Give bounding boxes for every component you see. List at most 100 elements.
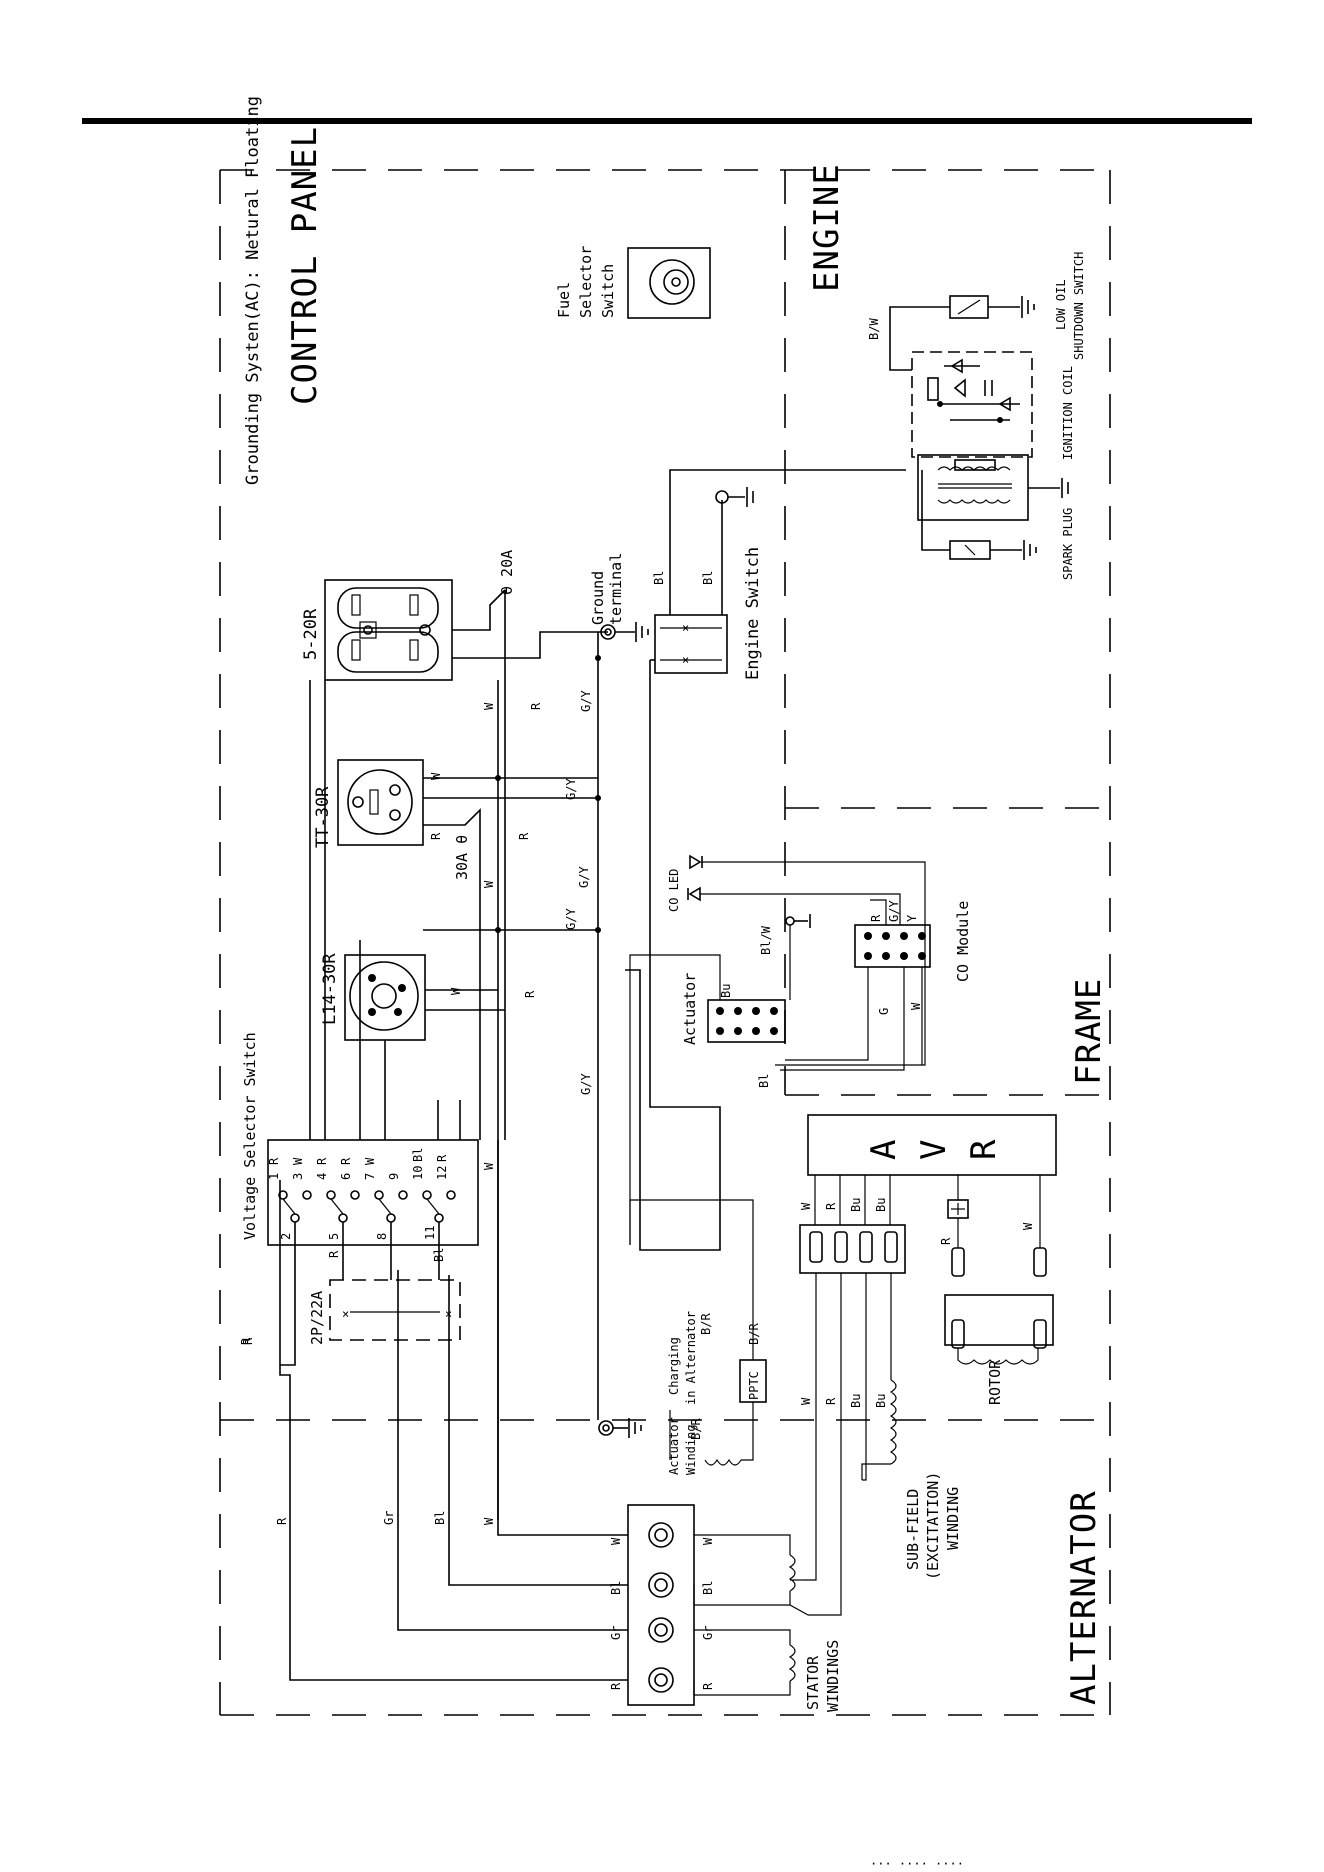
svg-text:×: × [682, 621, 689, 635]
svg-text:Bu: Bu [849, 1394, 863, 1408]
footer-text: ··· ···· ···· [870, 1857, 964, 1871]
svg-text:WINDING: WINDING [944, 1487, 962, 1550]
svg-text:×: × [682, 653, 689, 667]
svg-text:SHUTDOWN SWITCH: SHUTDOWN SWITCH [1072, 252, 1086, 360]
svg-text:Bl: Bl [411, 1148, 425, 1162]
sub-field-winding: SUB-FIELD (EXCITATION) WINDING [861, 1379, 962, 1580]
bl-label-2: Bl [701, 571, 715, 585]
svg-text:CO LED: CO LED [667, 869, 681, 912]
svg-text:Gr: Gr [701, 1626, 715, 1640]
r-label-left: R [239, 1337, 253, 1345]
svg-text:PPTC: PPTC [747, 1371, 761, 1400]
svg-text:×: × [342, 1307, 349, 1321]
svg-text:W: W [449, 987, 463, 995]
svg-text:W: W [482, 1162, 496, 1170]
alternator-title: ALTERNATOR [1064, 1490, 1104, 1705]
svg-text:Voltage Selector Switch: Voltage Selector Switch [241, 1032, 259, 1240]
svg-text:R: R [939, 1237, 953, 1245]
svg-text:Actuator: Actuator [667, 1417, 681, 1475]
stator-terminal-block [627, 1504, 695, 1706]
svg-text:R: R [529, 702, 543, 710]
svg-text:ROTOR: ROTOR [986, 1359, 1004, 1405]
engine-title: ENGINE [807, 163, 847, 292]
svg-text:Bu: Bu [719, 984, 733, 998]
svg-text:R: R [701, 1682, 715, 1690]
svg-text:G/Y: G/Y [579, 690, 593, 712]
svg-text:R: R [241, 1337, 255, 1345]
bus-wires [279, 631, 628, 1681]
svg-text:Y: Y [905, 914, 919, 922]
svg-text:CO Module: CO Module [954, 901, 972, 982]
svg-text:B/R: B/R [699, 1313, 713, 1335]
svg-text:12: 12 [435, 1166, 449, 1180]
svg-text:Selector: Selector [577, 246, 595, 318]
svg-text:R: R [267, 1157, 281, 1165]
ignition-coil: IGNITION COIL [917, 366, 1075, 521]
svg-text:Engine Switch: Engine Switch [743, 547, 763, 680]
svg-text:G/Y: G/Y [577, 866, 591, 888]
svg-text:Winding: Winding [684, 1424, 698, 1475]
svg-text:STATOR: STATOR [804, 1655, 822, 1710]
selector-top-terminals: 1 R 3 W 4 R 6 R 7 W 9 10 Bl 12 R [267, 1148, 449, 1180]
svg-text:W: W [291, 1157, 305, 1165]
svg-text:2P/22A: 2P/22A [308, 1291, 326, 1345]
co-module: R G/Y Y CO Module [854, 900, 972, 982]
svg-text:5: 5 [327, 1233, 341, 1240]
svg-text:Bl: Bl [701, 1581, 715, 1595]
svg-text:G/Y: G/Y [887, 900, 901, 922]
fuel-selector-switch: Fuel Selector Switch [555, 246, 711, 319]
svg-text:R: R [824, 1397, 838, 1405]
svg-text:IGNITION COIL: IGNITION COIL [1061, 366, 1075, 460]
svg-text:in Alternator: in Alternator [684, 1311, 698, 1405]
svg-text:Gr: Gr [382, 1511, 396, 1525]
svg-text:G/Y: G/Y [564, 778, 578, 800]
blw-label: Bl/W [759, 925, 773, 955]
svg-text:W: W [701, 1537, 715, 1545]
svg-text:Fuel: Fuel [555, 282, 573, 318]
bw-wire [889, 306, 950, 371]
avr-connector [799, 1224, 906, 1274]
co-led: CO LED [667, 854, 926, 1066]
svg-text:R: R [275, 1517, 289, 1525]
stator-windings: STATOR WINDINGS [693, 1534, 842, 1712]
svg-text:SUB-FIELD: SUB-FIELD [904, 1489, 922, 1570]
control-panel-title: CONTROL PANEL [285, 126, 325, 405]
ground-terminal: Ground terminal [589, 553, 649, 642]
svg-text:G/Y: G/Y [564, 908, 578, 930]
avr-output-labels: W R Bu Bu R W [799, 1198, 1035, 1245]
breaker-20a-label: θ 20A [498, 550, 516, 595]
svg-text:W: W [482, 1517, 496, 1525]
actuator-charging-winding: Actuator Winding Charging in Alternator … [629, 1199, 767, 1475]
svg-text:1: 1 [267, 1173, 281, 1180]
svg-text:R: R [964, 1139, 1004, 1160]
svg-text:W: W [482, 702, 496, 710]
receptacle-tt-30r: TT-30R [313, 759, 424, 848]
svg-text:Switch: Switch [599, 264, 617, 318]
low-oil-shutdown-switch: LOW OIL SHUTDOWN SWITCH [949, 252, 1086, 360]
svg-text:7: 7 [363, 1173, 377, 1180]
svg-text:×: × [445, 1307, 452, 1321]
svg-text:V: V [914, 1139, 954, 1160]
spark-plug: SPARK PLUG [921, 470, 1075, 580]
svg-text:LOW OIL: LOW OIL [1054, 279, 1068, 330]
sub-field-wire-labels: W R Bu Bu [799, 1394, 888, 1408]
svg-text:B/R: B/R [689, 1418, 703, 1440]
bl-label-actuator: Bl [757, 1074, 771, 1088]
breaker-30a-label: 30A θ [453, 835, 471, 880]
svg-text:terminal: terminal [607, 553, 625, 625]
svg-text:Actuator: Actuator [681, 973, 699, 1045]
svg-text:TT-30R: TT-30R [313, 786, 333, 848]
grounding-note: Grounding Systen(AC): Netural Floating [243, 96, 263, 485]
voltage-selector-switch: Voltage Selector Switch 1 R 3 W 4 R 6 R … [241, 1032, 479, 1246]
header-rule [82, 118, 1252, 124]
svg-text:8: 8 [375, 1233, 389, 1240]
svg-text:W: W [363, 1157, 377, 1165]
receptacle-5-20r: 5-20R [301, 579, 453, 681]
svg-text:R: R [327, 1250, 341, 1258]
svg-text:Charging: Charging [667, 1337, 681, 1395]
svg-text:10: 10 [411, 1166, 425, 1180]
svg-text:B/R: B/R [747, 1323, 761, 1345]
avr: A V R [807, 1114, 1057, 1176]
svg-text:3: 3 [291, 1173, 305, 1180]
